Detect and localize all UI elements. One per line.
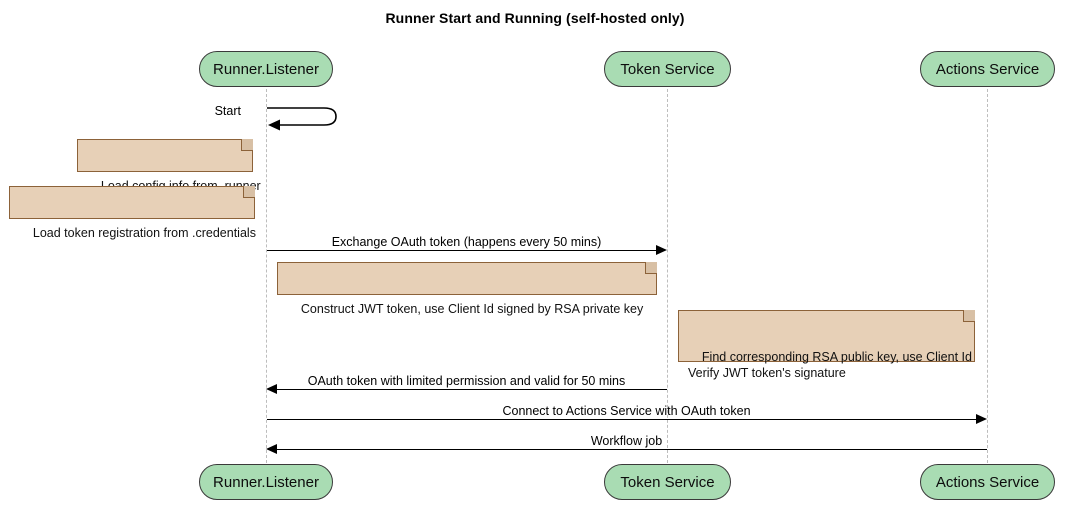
arrow-head-right-icon [976,414,987,424]
note-fold-icon [243,186,255,198]
arrow-head-right-icon [656,245,667,255]
message-line-workflow-job[interactable] [277,449,987,450]
message-label-workflow-job: Workflow job [590,434,663,448]
message-label-start: Start [214,104,241,118]
note-construct-jwt: Construct JWT token, use Client Id signe… [277,262,657,316]
message-start[interactable] [266,105,346,133]
message-line-connect-to-actions-service[interactable] [267,419,977,420]
lifeline-actions-service [987,89,988,463]
note-fold-icon [241,139,253,151]
note-load-token-registration: Load token registration from .credential… [9,186,256,240]
participant-label: Token Service [620,60,715,78]
participant-token-service-bottom[interactable]: Token Service [604,464,731,500]
note-load-config: Load config info from .runner [77,139,261,193]
lifeline-runner-listener [266,89,267,463]
participant-runner-listener-bottom[interactable]: Runner.Listener [199,464,333,500]
participant-label: Token Service [620,473,715,491]
message-label-connect-to-actions-service: Connect to Actions Service with OAuth to… [502,404,751,418]
note-text: Construct JWT token, use Client Id signe… [300,302,644,316]
note-fold-icon [645,262,657,274]
message-line-oauth-token-reply[interactable] [277,389,667,390]
note-text: Load token registration from .credential… [32,226,256,240]
participant-label: Runner.Listener [213,60,319,78]
note-fold-icon [963,310,975,322]
participant-actions-service-bottom[interactable]: Actions Service [920,464,1055,500]
arrow-head-left-icon [266,384,277,394]
participant-token-service-top[interactable]: Token Service [604,51,731,87]
diagram-title: Runner Start and Running (self-hosted on… [385,10,685,26]
participant-label: Actions Service [935,60,1040,78]
participant-label: Runner.Listener [213,473,319,491]
message-label-exchange-oauth-token: Exchange OAuth token (happens every 50 m… [331,235,602,249]
participant-label: Actions Service [935,473,1040,491]
note-verify-jwt: Find corresponding RSA public key, use C… [678,310,975,380]
arrow-head-left-icon [266,444,277,454]
note-text: Find corresponding RSA public key, use C… [688,350,972,380]
participant-actions-service-top[interactable]: Actions Service [920,51,1055,87]
message-label-oauth-token-reply: OAuth token with limited permission and … [307,374,626,388]
message-line-exchange-oauth-token[interactable] [267,250,657,251]
participant-runner-listener-top[interactable]: Runner.Listener [199,51,333,87]
lifeline-token-service [667,89,668,463]
